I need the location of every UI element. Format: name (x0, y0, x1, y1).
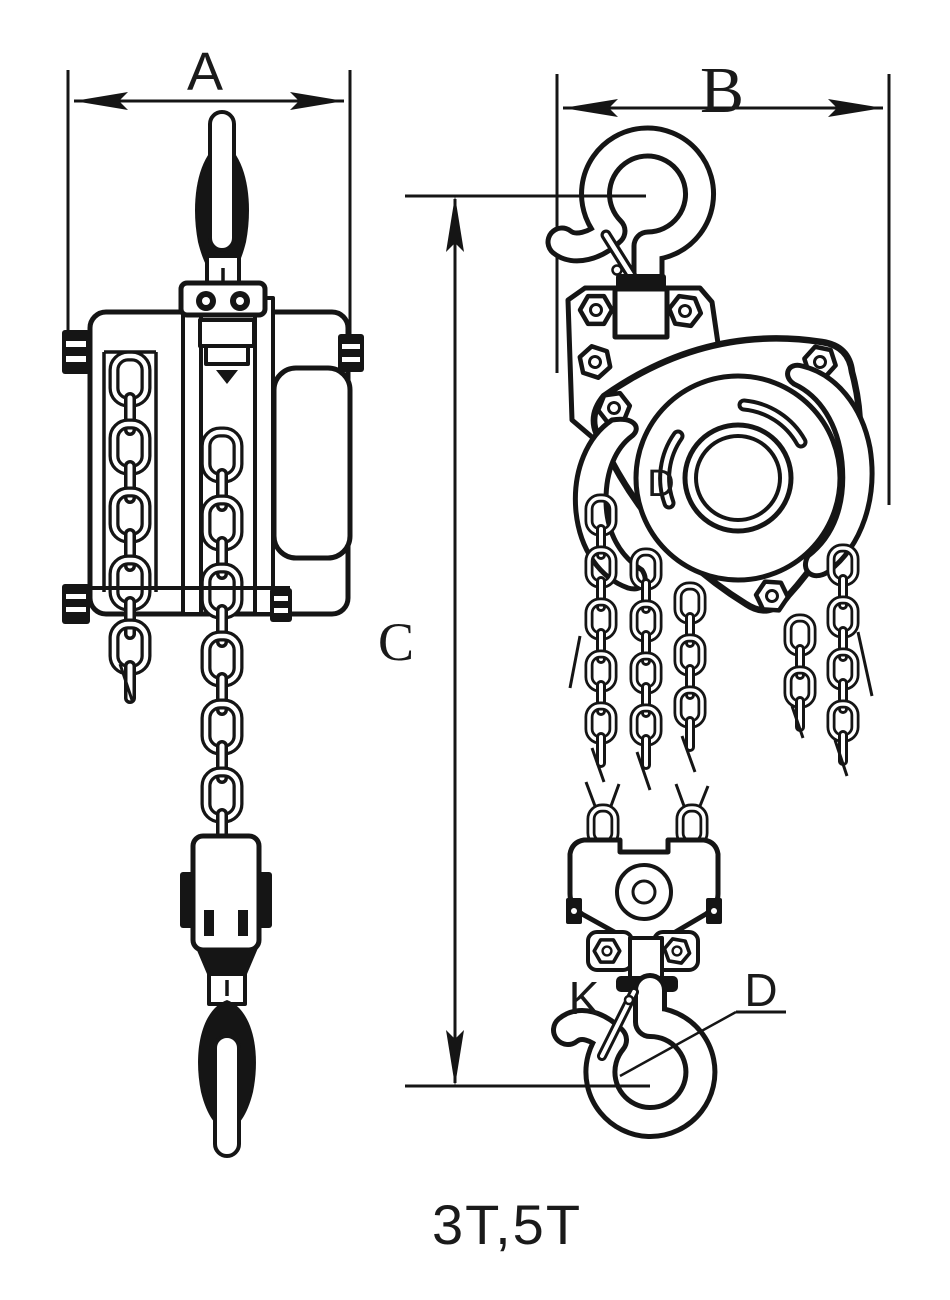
hand-wheel: D (633, 373, 843, 583)
swivel-collar (616, 274, 666, 289)
frame-plate (253, 296, 275, 616)
bottom-hook-block-front (566, 781, 722, 992)
handwheel-d-label: D (647, 463, 674, 505)
arrowhead-up (446, 196, 464, 252)
hex-bolt (592, 938, 622, 964)
bolt-tabs (62, 330, 364, 624)
hook-d-label: D (744, 964, 777, 1016)
capacity-label: 3T,5T (432, 1193, 582, 1256)
latch-pivot (611, 264, 623, 276)
chain-break-marks (568, 631, 874, 791)
swivel-block (612, 286, 670, 340)
dimension-b-label: B (700, 54, 744, 127)
leader-line (619, 1010, 737, 1078)
arrowhead-right (290, 92, 344, 110)
gear-cover-side (271, 365, 353, 561)
bottom-hook-callouts: K D (569, 964, 786, 1078)
bottom-hook-side (198, 1000, 256, 1158)
dimension-c: C (378, 194, 650, 1088)
arrowhead-right (828, 99, 883, 117)
dimension-a: A (66, 42, 352, 362)
brake-box-inner (204, 344, 250, 366)
chain-guide-left (572, 416, 648, 592)
dimension-b: B (555, 54, 891, 505)
bottom-hook-front (551, 973, 718, 1139)
arrowhead-down (446, 1030, 464, 1086)
front-view: D (545, 125, 875, 1139)
top-hook-front (545, 125, 716, 340)
top-hook-side (195, 110, 249, 292)
dimension-a-label: A (187, 42, 223, 102)
dimension-c-label: C (378, 612, 414, 672)
hook-k-label: K (569, 972, 600, 1024)
side-view (62, 110, 364, 1158)
brake-box (198, 318, 256, 348)
hex-bolt (755, 581, 789, 611)
latch-pivot (623, 994, 635, 1006)
chain-break-mark (118, 663, 134, 701)
bottom-hook-block-side (180, 833, 272, 1006)
pawl (216, 370, 238, 384)
arrowhead-left (563, 99, 618, 117)
suspension-bracket (178, 280, 268, 318)
arrowhead-left (74, 92, 128, 110)
chain-guide-right (785, 362, 875, 579)
hex-bolt (580, 296, 612, 324)
